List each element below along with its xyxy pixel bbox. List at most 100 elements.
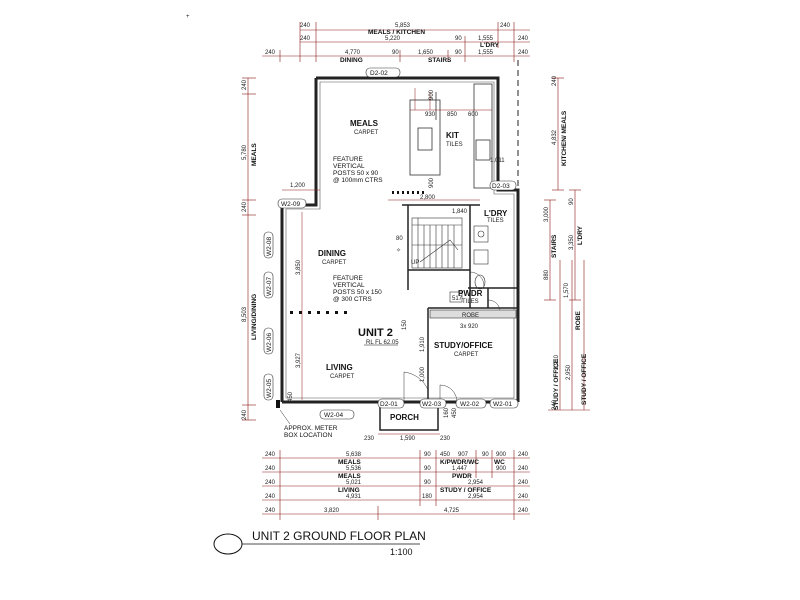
corner-mark: + xyxy=(186,14,190,20)
svg-text:TILES: TILES xyxy=(487,218,504,224)
svg-text:240: 240 xyxy=(518,36,529,42)
svg-text:STAIRS: STAIRS xyxy=(551,234,558,258)
svg-text:90: 90 xyxy=(455,36,462,42)
svg-text:1,910: 1,910 xyxy=(420,336,426,352)
svg-text:5,853: 5,853 xyxy=(395,23,411,29)
svg-text:240: 240 xyxy=(300,23,311,29)
svg-text:STUDY / OFFICE: STUDY / OFFICE xyxy=(553,358,560,410)
svg-text:1,447: 1,447 xyxy=(452,466,468,472)
svg-text:4,770: 4,770 xyxy=(345,50,361,56)
svg-text:240: 240 xyxy=(265,508,276,514)
svg-text:450: 450 xyxy=(452,407,458,418)
svg-text:D2-02: D2-02 xyxy=(370,70,388,77)
svg-text:850: 850 xyxy=(447,112,458,118)
svg-text:150: 150 xyxy=(402,319,408,330)
svg-text:517: 517 xyxy=(452,296,463,302)
svg-text:MEALS: MEALS xyxy=(338,459,361,466)
svg-text:APPROX. METER: APPROX. METER xyxy=(284,425,338,432)
title-marker xyxy=(213,533,243,555)
svg-text:5,638: 5,638 xyxy=(346,452,362,458)
svg-text:240: 240 xyxy=(300,36,311,42)
svg-text:VERTICAL: VERTICAL xyxy=(333,163,365,170)
svg-text:180: 180 xyxy=(422,494,433,500)
laundry-fixtures xyxy=(473,225,489,265)
svg-text:W2-03: W2-03 xyxy=(422,401,442,408)
svg-text:L'DRY: L'DRY xyxy=(577,225,584,245)
svg-text:D2-01: D2-01 xyxy=(380,401,398,408)
svg-text:5,780: 5,780 xyxy=(242,144,248,160)
svg-text:240: 240 xyxy=(518,480,529,486)
svg-text:UP: UP xyxy=(411,260,419,266)
svg-text:L'DRY: L'DRY xyxy=(480,42,500,49)
svg-text:240: 240 xyxy=(242,79,248,90)
svg-text:5,021: 5,021 xyxy=(346,480,362,486)
porch xyxy=(378,402,440,435)
svg-text:3,820: 3,820 xyxy=(324,508,340,514)
compass-icon: ✧ xyxy=(396,247,401,254)
svg-text:FEATURE: FEATURE xyxy=(333,275,364,282)
svg-text:1,555: 1,555 xyxy=(478,36,494,42)
svg-text:3,850: 3,850 xyxy=(296,259,302,275)
svg-text:VERTICAL: VERTICAL xyxy=(333,282,365,289)
svg-text:240: 240 xyxy=(518,452,529,458)
svg-text:240: 240 xyxy=(500,23,511,29)
svg-text:230: 230 xyxy=(440,436,451,442)
svg-text:MEALS: MEALS xyxy=(338,473,361,480)
svg-text:4,931: 4,931 xyxy=(346,494,362,500)
plan-title: UNIT 2 GROUND FLOOR PLAN xyxy=(252,529,426,543)
room-meals: MEALS xyxy=(350,119,379,128)
svg-text:W2-05: W2-05 xyxy=(266,378,273,398)
svg-text:240: 240 xyxy=(265,50,276,56)
svg-text:TILES: TILES xyxy=(446,142,463,148)
unit-level: RL FL 62.05 xyxy=(366,340,399,346)
svg-text:BOX LOCATION: BOX LOCATION xyxy=(284,432,333,439)
svg-text:5,536: 5,536 xyxy=(346,466,362,472)
svg-text:3,927: 3,927 xyxy=(296,352,302,368)
svg-text:W2-08: W2-08 xyxy=(266,236,273,256)
unit-label: UNIT 2 xyxy=(358,327,393,339)
svg-text:1,590: 1,590 xyxy=(400,436,416,442)
svg-text:240: 240 xyxy=(265,466,276,472)
svg-text:MEALS / KITCHEN: MEALS / KITCHEN xyxy=(368,29,425,36)
svg-text:ROBE: ROBE xyxy=(575,311,582,330)
top-dimensions xyxy=(262,22,530,62)
svg-text:FEATURE: FEATURE xyxy=(333,156,364,163)
left-dimensions xyxy=(242,77,256,421)
svg-text:930: 930 xyxy=(425,112,436,118)
svg-text:POSTS 50 x 90: POSTS 50 x 90 xyxy=(333,170,379,177)
svg-text:2,950: 2,950 xyxy=(566,364,572,380)
svg-text:1,570: 1,570 xyxy=(564,282,570,298)
svg-text:90: 90 xyxy=(482,452,489,458)
svg-text:880: 880 xyxy=(544,269,550,280)
svg-text:90: 90 xyxy=(424,452,431,458)
svg-text:90: 90 xyxy=(392,50,399,56)
svg-text:240: 240 xyxy=(265,494,276,500)
svg-text:8,503: 8,503 xyxy=(242,306,248,322)
door-swings xyxy=(403,271,501,403)
svg-text:W2-01: W2-01 xyxy=(493,401,513,408)
svg-text:90: 90 xyxy=(569,198,575,205)
note-meter: APPROX. METER BOX LOCATION xyxy=(284,425,338,439)
svg-text:900: 900 xyxy=(496,466,507,472)
room-pwdr: PWDR xyxy=(458,289,483,298)
svg-text:CARPET: CARPET xyxy=(354,130,379,136)
svg-text:230: 230 xyxy=(364,436,375,442)
svg-text:CARPET: CARPET xyxy=(322,260,347,266)
svg-text:907: 907 xyxy=(458,452,469,458)
svg-text:KITCHEN/ MEALS: KITCHEN/ MEALS xyxy=(561,110,568,166)
feature-posts-row2 xyxy=(290,311,347,314)
svg-text:1,650: 1,650 xyxy=(418,50,434,56)
svg-text:900: 900 xyxy=(496,452,507,458)
room-dining: DINING xyxy=(318,249,346,258)
svg-text:3x 920: 3x 920 xyxy=(460,324,479,330)
svg-text:4,832: 4,832 xyxy=(552,129,558,145)
svg-text:POSTS 50 x 150: POSTS 50 x 150 xyxy=(333,289,382,296)
svg-text:TILES: TILES xyxy=(462,299,479,305)
svg-text:240: 240 xyxy=(518,466,529,472)
svg-text:D2-03: D2-03 xyxy=(492,183,510,190)
svg-text:W2-09: W2-09 xyxy=(281,201,301,208)
svg-text:W2-06: W2-06 xyxy=(266,332,273,352)
room-robe: ROBE xyxy=(462,313,479,319)
svg-text:2,954: 2,954 xyxy=(468,494,484,500)
room-porch: PORCH xyxy=(390,413,419,422)
